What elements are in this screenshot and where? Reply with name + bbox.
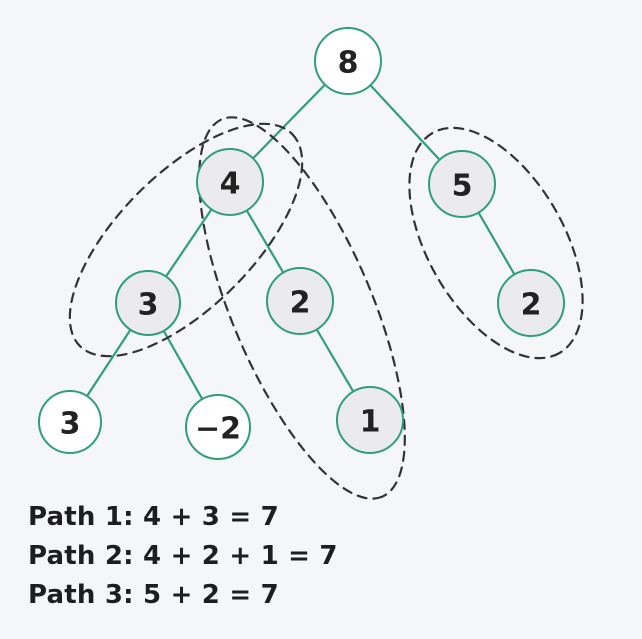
tree-node-n8	[314, 27, 382, 95]
path-1-loop	[68, 122, 304, 358]
tree-node-label-n5: 5	[452, 169, 473, 204]
tree-node-label-n2m: 2	[290, 286, 311, 321]
path-1-label: Path 1: 4 + 3 = 7	[28, 502, 279, 532]
tree-node-label-n3g: 3	[138, 288, 159, 323]
tree-node-n2m	[266, 267, 334, 335]
tree-node-n3g	[115, 270, 181, 336]
tree-node-n2r	[497, 269, 565, 337]
tree-node-label-n1: 1	[360, 405, 381, 440]
path-2-loop	[198, 116, 406, 500]
tree-node-label-n4: 4	[220, 167, 241, 202]
tree-node-n3w	[38, 390, 102, 454]
tree-node-label-nm2: −2	[195, 412, 241, 447]
tree-node-label-n8: 8	[338, 46, 359, 81]
tree-node-label-n2r: 2	[521, 288, 542, 323]
tree-node-label-n3w: 3	[60, 407, 81, 442]
tree-node-n5	[428, 150, 496, 218]
tree-node-n1	[336, 386, 404, 454]
tree-node-nm2	[185, 394, 251, 460]
path-2-label: Path 2: 4 + 2 + 1 = 7	[28, 541, 338, 571]
path-3-label: Path 3: 5 + 2 = 7	[28, 580, 279, 610]
path-3-loop	[408, 126, 584, 360]
path-sums-legend: Path 1: 4 + 3 = 7 Path 2: 4 + 2 + 1 = 7 …	[28, 498, 338, 615]
tree-node-n4	[196, 148, 264, 216]
